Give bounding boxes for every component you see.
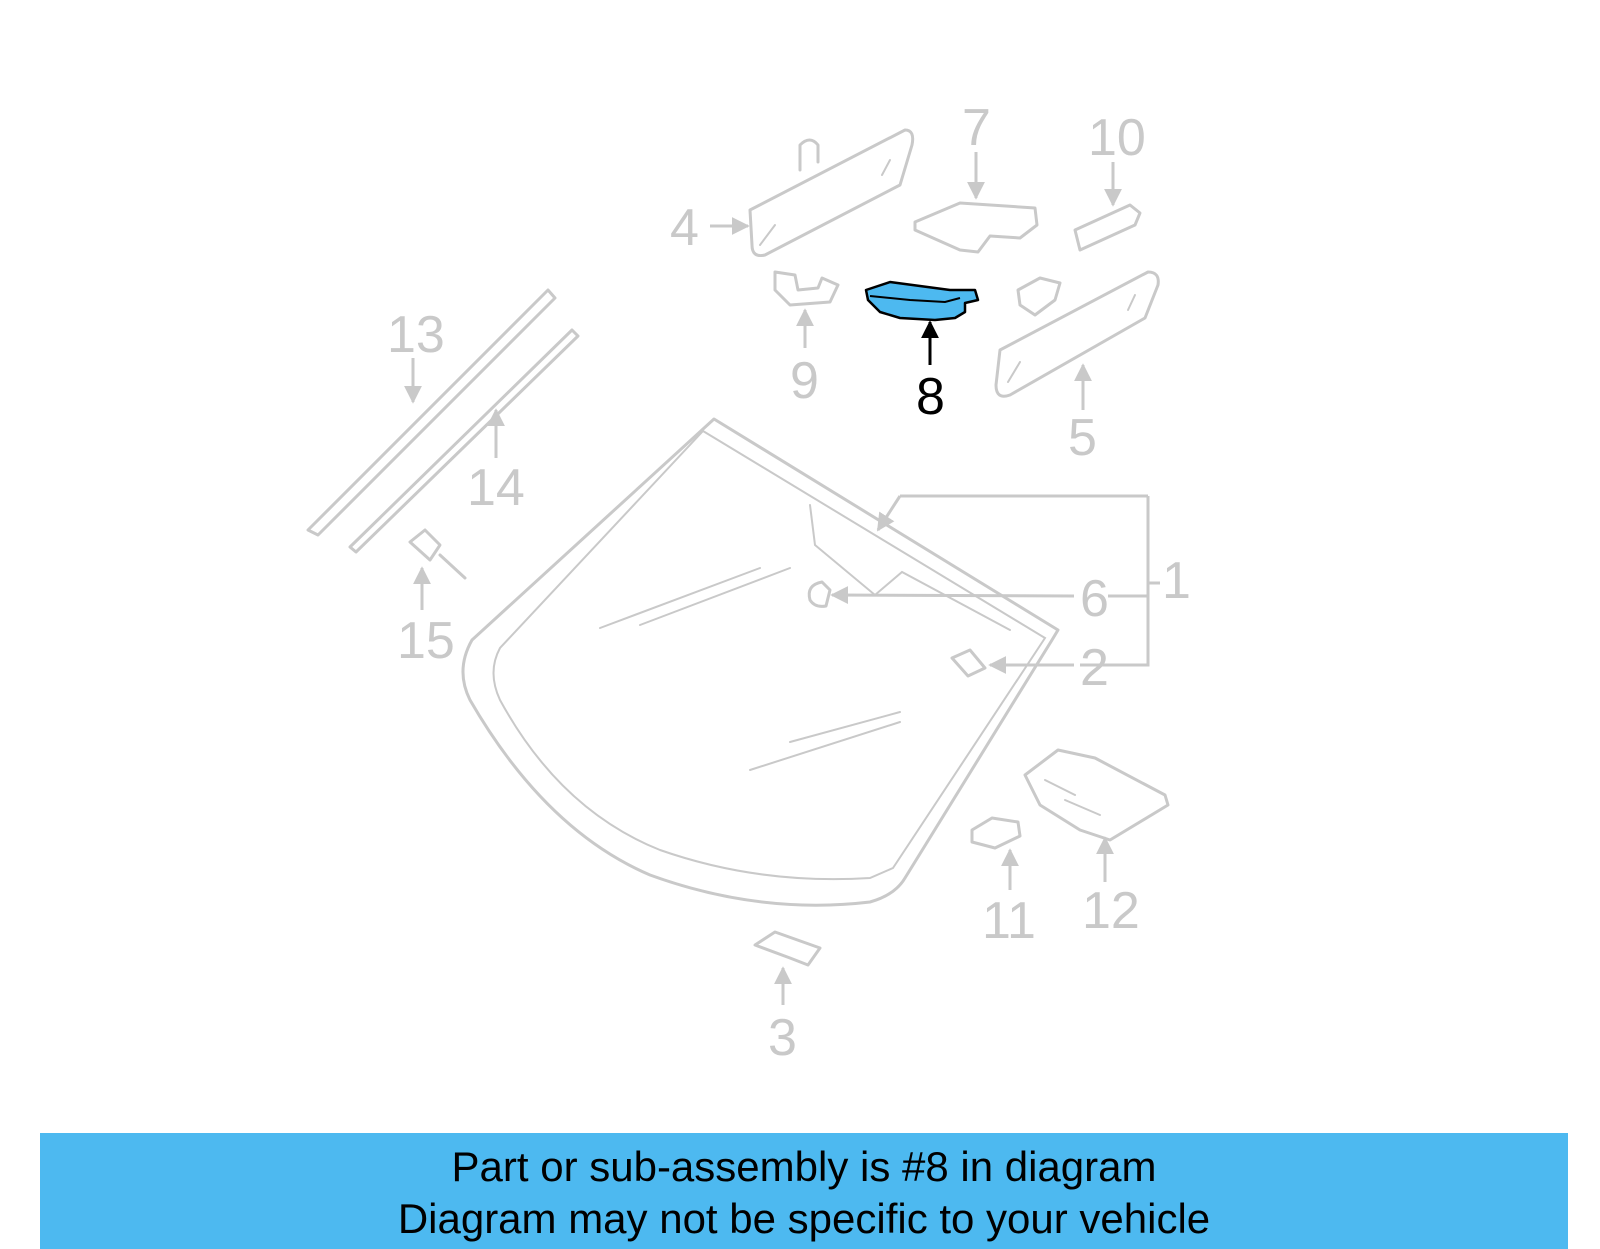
callout-7: 7 [962,99,991,157]
callout-15: 15 [397,612,455,670]
callout-5: 5 [1068,409,1097,467]
callout-10: 10 [1088,109,1146,167]
callout-2: 2 [1080,639,1109,697]
callout-6: 6 [1080,570,1109,628]
callout-12: 12 [1082,882,1140,940]
molding-part-14 [348,328,580,554]
sensor-pad-part [807,580,832,608]
windshield-part [461,417,1060,907]
banner-line-1: Part or sub-assembly is #8 in diagram [451,1143,1157,1190]
callout-8: 8 [916,368,945,426]
mirror-part-5 [994,270,1160,398]
banner-line-2: Diagram may not be specific to your vehi… [397,1195,1211,1242]
info-banner: Part or sub-assembly is #8 in diagram Di… [40,1133,1568,1249]
bracket-part-9 [773,270,840,307]
part-3 [753,930,822,967]
mirror-part-4 [748,128,915,257]
part-11 [970,816,1022,850]
cover-part-8-highlighted [864,280,980,322]
callout-11: 11 [982,892,1036,950]
clip-part-15 [408,528,467,580]
callout-3: 3 [768,1009,797,1067]
bracket-part-10 [1073,203,1142,252]
cover-part-7 [913,201,1039,254]
callout-1: 1 [1162,552,1191,610]
console-part-12 [1023,748,1170,842]
callout-13: 13 [387,306,445,364]
callout-9: 9 [790,352,819,410]
molding-part-13 [306,288,557,537]
pad-part-2 [950,648,987,678]
callout-14: 14 [467,459,525,517]
callout-4: 4 [670,199,699,257]
